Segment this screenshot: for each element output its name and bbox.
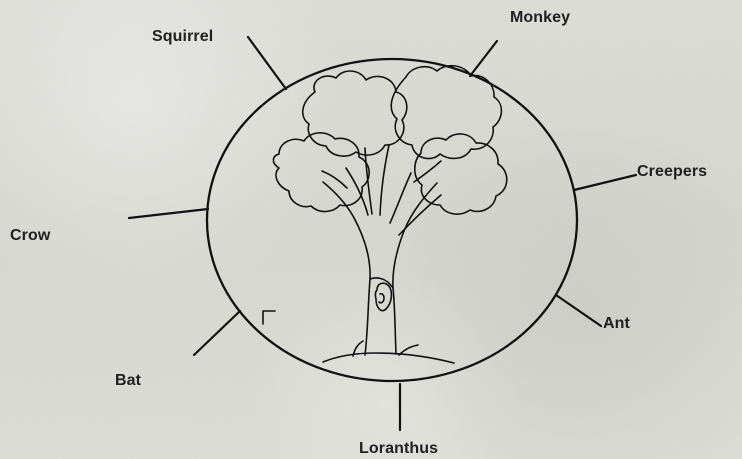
bat-label: Bat [115, 373, 141, 389]
ant-label: Ant [603, 316, 630, 332]
monkey-label: Monkey [510, 10, 570, 26]
squirrel-label: Squirrel [152, 29, 213, 45]
loranthus-label: Loranthus [359, 441, 438, 457]
creepers-label: Creepers [637, 164, 707, 180]
crow-label: Crow [10, 228, 50, 244]
